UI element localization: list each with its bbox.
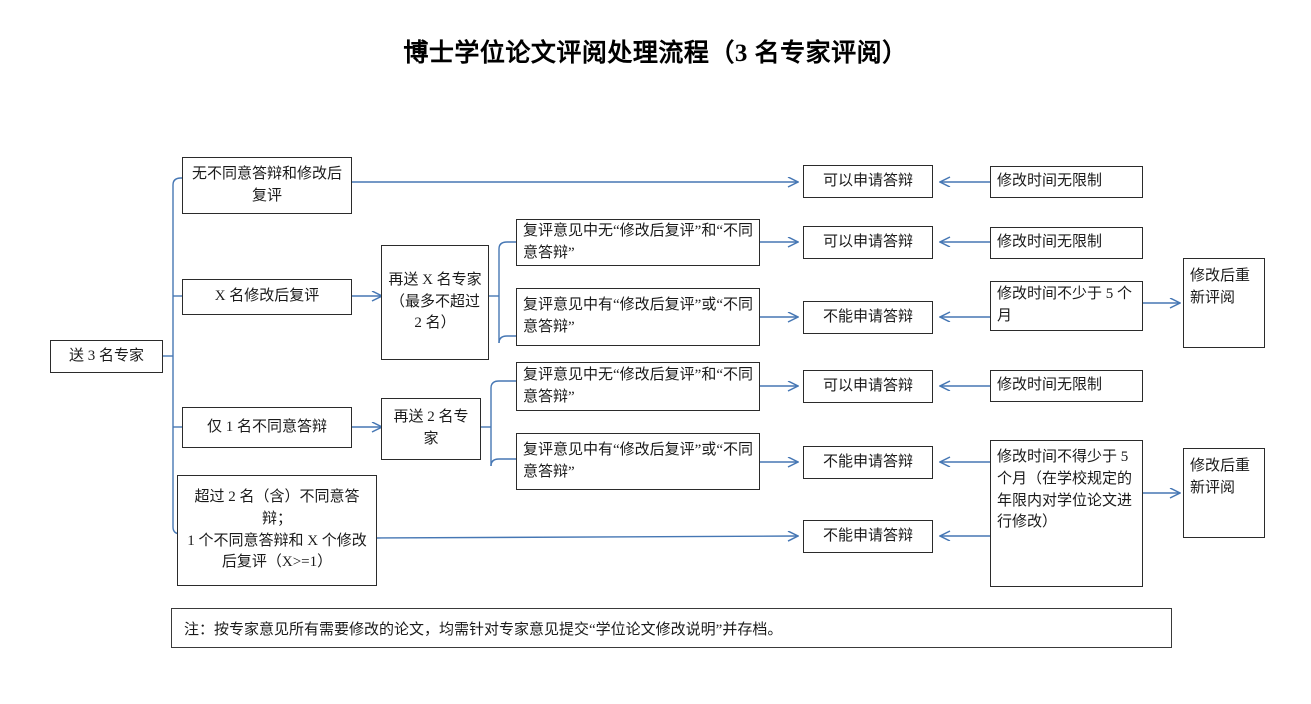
node-result-3[interactable]: 不能申请答辩 (803, 301, 933, 334)
node-review-opinion-b2[interactable]: 复评意见中有“修改后复评”或“不同意答辩” (516, 433, 760, 490)
node-time-4-label: 修改时间无限制 (997, 377, 1103, 394)
node-time-2[interactable]: 修改时间无限制 (990, 227, 1143, 259)
node-time-3[interactable]: 修改时间不少于 5 个月 (990, 281, 1143, 331)
node-time-1[interactable]: 修改时间无限制 (990, 166, 1143, 198)
footnote-box: 注：按专家意见所有需要修改的论文，均需针对专家意见提交“学位论文修改说明”并存档… (171, 608, 1172, 648)
node-result-4[interactable]: 可以申请答辩 (803, 370, 933, 403)
node-rereview-2-label: 修改后重新评阅 (1190, 458, 1251, 496)
node-branch-revise-review-label: X 名修改后复评 (214, 288, 320, 305)
node-review-opinion-a2-label: 复评意见中有“修改后复评”或“不同意答辩” (523, 297, 753, 335)
node-start-label: 送 3 名专家 (68, 347, 144, 364)
node-resend-2-experts-label: 再送 2 名专家 (393, 409, 469, 447)
page-title: 博士学位论文评阅处理流程（3 名专家评阅） (403, 40, 908, 67)
node-time-5[interactable]: 修改时间不得少于 5 个月（在学校规定的年限内对学位论文进行修改） (990, 440, 1143, 587)
node-time-3-label: 修改时间不少于 5 个月 (997, 286, 1133, 324)
node-review-opinion-a2[interactable]: 复评意见中有“修改后复评”或“不同意答辩” (516, 288, 760, 346)
node-review-opinion-a1-label: 复评意见中无“修改后复评”和“不同意答辩” (523, 222, 753, 261)
node-branch-no-objection[interactable]: 无不同意答辩和修改后复评 (182, 157, 352, 214)
node-result-2-label: 可以申请答辩 (822, 233, 913, 250)
node-time-4[interactable]: 修改时间无限制 (990, 370, 1143, 402)
node-resend-x-experts-label: 再送 X 名专家（最多不超过 2 名） (388, 271, 482, 332)
node-result-1-label: 可以申请答辩 (822, 172, 913, 189)
node-start[interactable]: 送 3 名专家 (50, 340, 163, 373)
node-rereview-1-label: 修改后重新评阅 (1190, 268, 1251, 306)
node-branch-no-objection-label: 无不同意答辩和修改后复评 (191, 165, 342, 204)
node-result-4-label: 可以申请答辩 (822, 377, 913, 394)
node-branch-one-objection[interactable]: 仅 1 名不同意答辩 (182, 407, 352, 448)
node-result-5-label: 不能申请答辩 (822, 453, 913, 470)
node-review-opinion-b2-label: 复评意见中有“修改后复评”或“不同意答辩” (523, 441, 753, 480)
node-review-opinion-b1[interactable]: 复评意见中无“修改后复评”和“不同意答辩” (516, 362, 760, 411)
node-time-2-label: 修改时间无限制 (997, 234, 1103, 251)
node-review-opinion-a1[interactable]: 复评意见中无“修改后复评”和“不同意答辩” (516, 219, 760, 266)
node-resend-2-experts[interactable]: 再送 2 名专家 (381, 398, 481, 460)
node-result-1[interactable]: 可以申请答辩 (803, 165, 933, 198)
node-branch-revise-review[interactable]: X 名修改后复评 (182, 279, 352, 315)
node-rereview-1[interactable]: 修改后重新评阅 (1183, 258, 1265, 348)
node-result-6[interactable]: 不能申请答辩 (803, 520, 933, 553)
node-branch-multi-objection[interactable]: 超过 2 名（含）不同意答辩； 1 个不同意答辩和 X 个修改后复评（X>=1） (177, 475, 377, 586)
node-branch-multi-objection-label: 超过 2 名（含）不同意答辩； 1 个不同意答辩和 X 个修改后复评（X>=1） (187, 489, 367, 571)
node-result-2[interactable]: 可以申请答辩 (803, 226, 933, 259)
node-result-5[interactable]: 不能申请答辩 (803, 446, 933, 479)
node-time-5-label: 修改时间不得少于 5 个月（在学校规定的年限内对学位论文进行修改） (997, 449, 1133, 531)
node-time-1-label: 修改时间无限制 (997, 173, 1103, 190)
node-result-3-label: 不能申请答辩 (822, 308, 913, 325)
node-branch-one-objection-label: 仅 1 名不同意答辩 (206, 418, 327, 435)
node-result-6-label: 不能申请答辩 (822, 527, 913, 544)
node-resend-x-experts[interactable]: 再送 X 名专家（最多不超过 2 名） (381, 245, 489, 360)
node-review-opinion-b1-label: 复评意见中无“修改后复评”和“不同意答辩” (523, 366, 753, 405)
footnote-text: 注：按专家意见所有需要修改的论文，均需针对专家意见提交“学位论文修改说明”并存档… (184, 621, 783, 638)
node-rereview-2[interactable]: 修改后重新评阅 (1183, 448, 1265, 538)
